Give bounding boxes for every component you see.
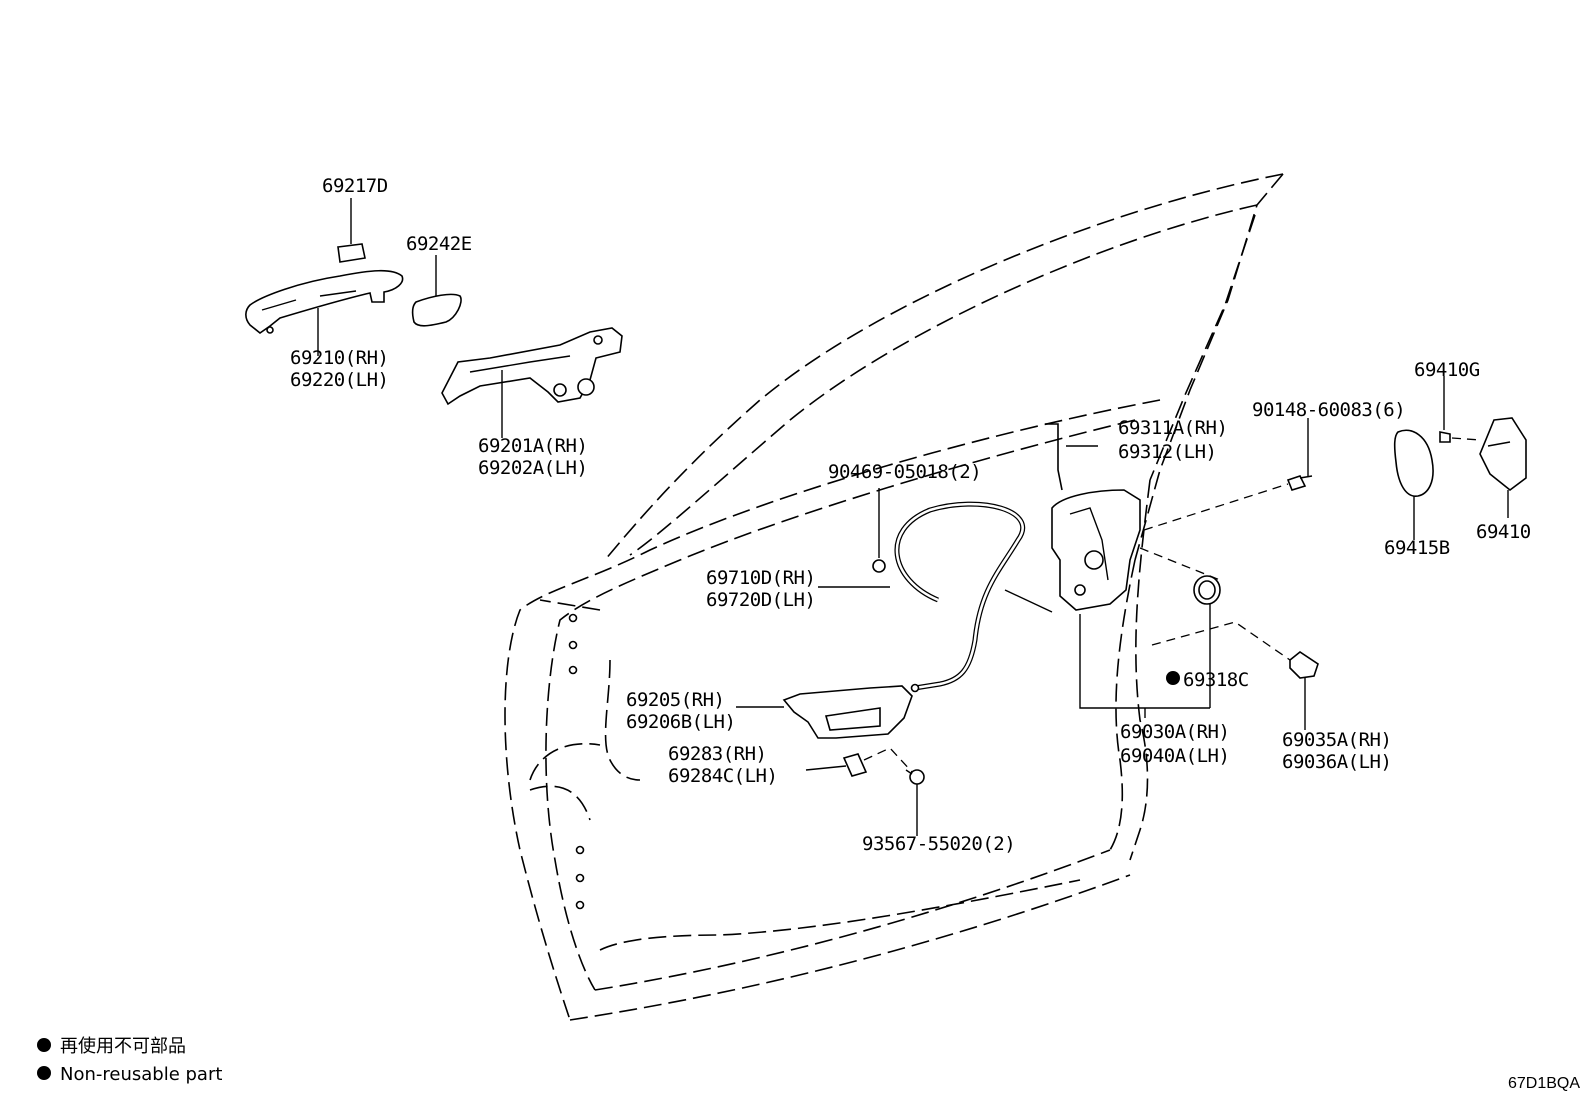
label-69202: 69202A(LH): [478, 457, 587, 479]
lock-rod-part: [1045, 423, 1098, 491]
label-69217: 69217D: [322, 175, 388, 197]
label-69312: 69312(LH): [1118, 441, 1216, 463]
lock-cable-part: [818, 501, 1053, 693]
inside-handle-part: [736, 685, 913, 739]
part-labels: 69217D 69242E 69210(RH) 69220(LH) 69201A…: [290, 175, 1531, 855]
label-69220: 69220(LH): [290, 369, 388, 391]
lock-bracket-part: [1139, 547, 1319, 730]
legend-line-2: Non-reusable part: [60, 1064, 222, 1085]
legend-bullet-2: [37, 1066, 51, 1080]
label-69030: 69030A(RH): [1120, 721, 1229, 743]
label-69410: 69410: [1476, 521, 1531, 543]
label-69205: 69205(RH): [626, 689, 724, 711]
handle-bezel-part: [805, 747, 913, 777]
handle-pad-part: [411, 255, 462, 327]
label-69284: 69284C(LH): [668, 765, 777, 787]
label-69410g: 69410G: [1414, 359, 1480, 381]
label-69242: 69242E: [406, 233, 472, 255]
label-69283: 69283(RH): [668, 743, 766, 765]
legend-bullet-1: [37, 1038, 51, 1052]
label-69035: 69035A(RH): [1282, 729, 1391, 751]
label-93567: 93567-55020(2): [862, 833, 1015, 855]
label-69210: 69210(RH): [290, 347, 388, 369]
handle-frame-part: [441, 327, 623, 438]
diagram-code: 67D1BQA: [1508, 1075, 1580, 1092]
label-69318: 69318C: [1183, 669, 1249, 691]
legend: 再使用不可部品 Non-reusable part: [37, 1036, 222, 1085]
screw-93567-part: [905, 769, 925, 836]
label-69710: 69710D(RH): [706, 567, 815, 589]
label-90469: 90469-05018(2): [828, 461, 981, 483]
door-lock-assembly-part: [1051, 489, 1211, 718]
label-69311: 69311A(RH): [1118, 417, 1227, 439]
label-69201: 69201A(RH): [478, 435, 587, 457]
cap-cover-part: [337, 198, 366, 263]
outer-handle-part: [245, 269, 404, 356]
non-reusable-marker: [1166, 671, 1180, 685]
label-90148: 90148-60083(6): [1252, 399, 1405, 421]
label-69206: 69206B(LH): [626, 711, 735, 733]
label-69415: 69415B: [1384, 537, 1450, 559]
legend-line-1: 再使用不可部品: [60, 1036, 186, 1057]
screw-90148-part: [1143, 418, 1313, 531]
label-69036: 69036A(LH): [1282, 751, 1391, 773]
door-outline: [504, 173, 1284, 1021]
cable-clip-part: [872, 488, 886, 573]
door-striker-part: [1439, 376, 1527, 518]
seal-grommet-part: [1193, 575, 1221, 605]
label-69720: 69720D(LH): [706, 589, 815, 611]
striker-cover-part: [1393, 429, 1434, 540]
label-69040: 69040A(LH): [1120, 745, 1229, 767]
